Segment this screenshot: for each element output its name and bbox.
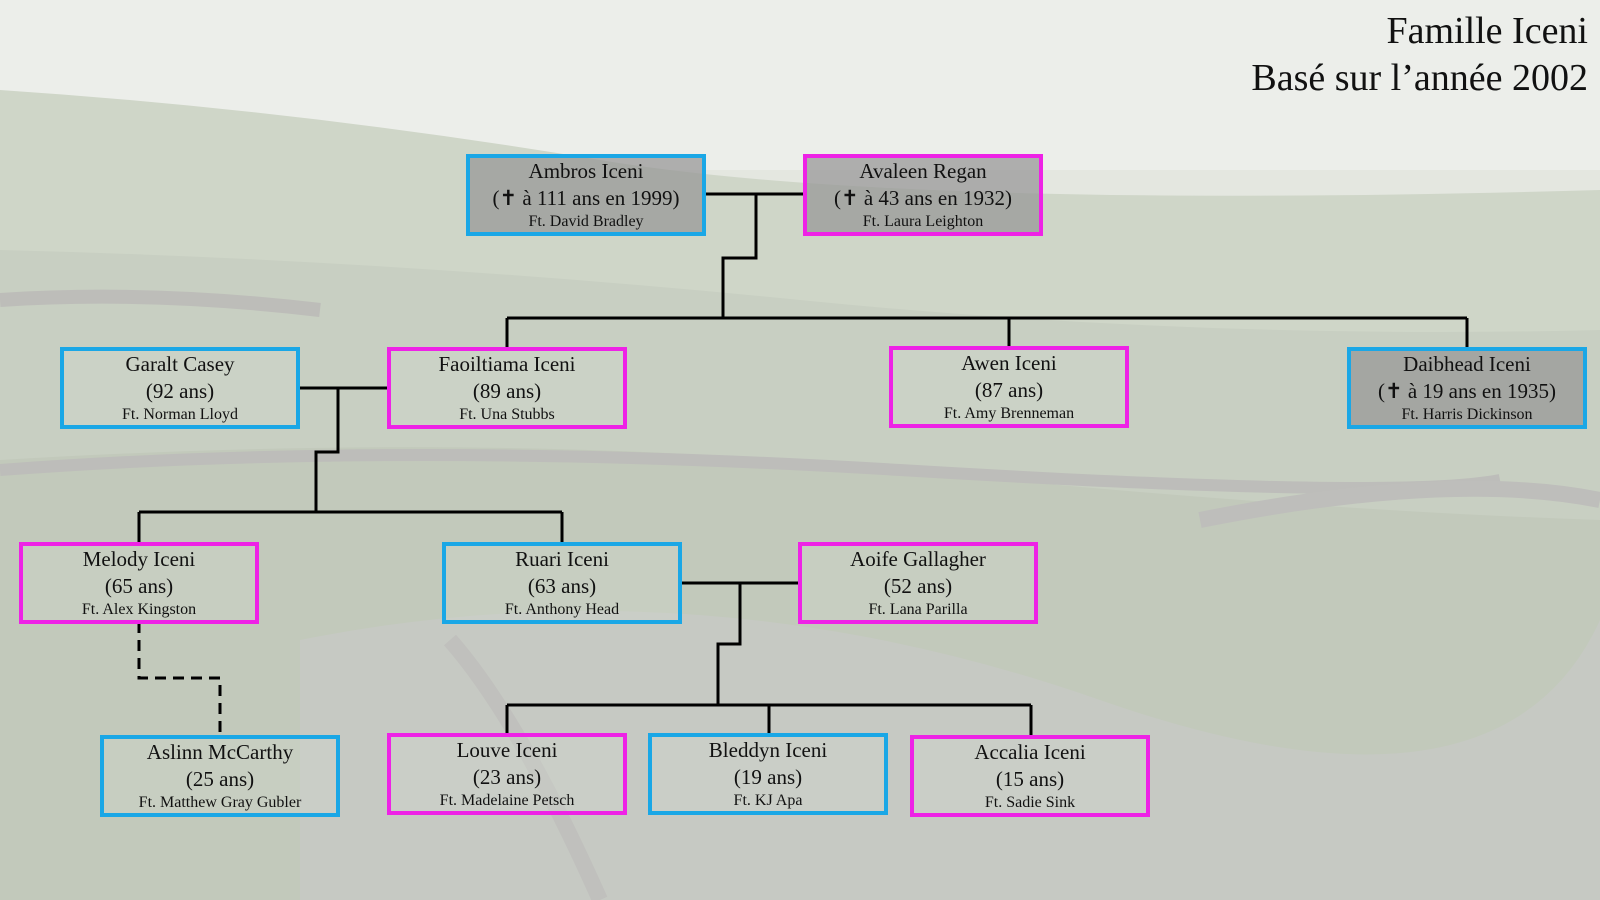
- person-actor: Ft. Anthony Head: [504, 601, 620, 618]
- person-name: Aslinn McCarthy: [146, 740, 294, 764]
- person-name: Accalia Iceni: [974, 740, 1086, 764]
- person-card: Faoiltiama Iceni (89 ans) Ft. Una Stubbs: [387, 347, 627, 429]
- person-actor: Ft. Madelaine Petsch: [439, 792, 575, 809]
- person-age: (65 ans): [104, 574, 174, 598]
- person-age: (23 ans): [472, 765, 542, 789]
- person-card: Melody Iceni (65 ans) Ft. Alex Kingston: [19, 542, 259, 624]
- person-age: (52 ans): [883, 574, 953, 598]
- person-actor: Ft. Harris Dickinson: [1401, 406, 1533, 423]
- person-age: (92 ans): [145, 379, 215, 403]
- person-actor: Ft. KJ Apa: [733, 792, 803, 809]
- descent-line-gen3: [716, 583, 742, 705]
- person-actor: Ft. David Bradley: [528, 213, 644, 230]
- person-name: Louve Iceni: [456, 738, 558, 762]
- person-actor: Ft. Norman Lloyd: [122, 406, 238, 423]
- descent-line-gen1: [721, 194, 758, 318]
- person-card: Bleddyn Iceni (19 ans) Ft. KJ Apa: [648, 733, 888, 815]
- person-actor: Ft. Alex Kingston: [81, 601, 197, 618]
- title-line-1: Famille Iceni: [1386, 10, 1588, 52]
- person-age: (✝ à 19 ans en 1935): [1378, 379, 1556, 403]
- person-name: Ambros Iceni: [528, 159, 644, 183]
- person-name: Bleddyn Iceni: [708, 738, 828, 762]
- person-card: Ruari Iceni (63 ans) Ft. Anthony Head: [442, 542, 682, 624]
- person-actor: Ft. Una Stubbs: [459, 406, 555, 423]
- title-line-2: Basé sur l’année 2002: [1251, 57, 1588, 99]
- person-age: (25 ans): [185, 767, 255, 791]
- descent-line-gen2: [314, 388, 340, 512]
- person-card: Awen Iceni (87 ans) Ft. Amy Brenneman: [889, 346, 1129, 428]
- person-age: (✝ à 111 ans en 1999): [492, 186, 680, 210]
- person-card: Louve Iceni (23 ans) Ft. Madelaine Petsc…: [387, 733, 627, 815]
- person-name: Avaleen Regan: [859, 159, 987, 183]
- person-age: (63 ans): [527, 574, 597, 598]
- person-name: Garalt Casey: [125, 352, 235, 376]
- person-card: Daibhead Iceni (✝ à 19 ans en 1935) Ft. …: [1347, 347, 1587, 429]
- person-actor: Ft. Laura Leighton: [862, 213, 984, 230]
- person-card: Garalt Casey (92 ans) Ft. Norman Lloyd: [60, 347, 300, 429]
- person-name: Melody Iceni: [82, 547, 196, 571]
- person-name: Aoife Gallagher: [850, 547, 986, 571]
- person-age: (✝ à 43 ans en 1932): [834, 186, 1012, 210]
- person-card: Ambros Iceni (✝ à 111 ans en 1999) Ft. D…: [466, 154, 706, 236]
- person-actor: Ft. Sadie Sink: [984, 794, 1076, 811]
- person-actor: Ft. Amy Brenneman: [943, 405, 1075, 422]
- person-name: Ruari Iceni: [515, 547, 609, 571]
- person-age: (89 ans): [472, 379, 542, 403]
- person-name: Faoiltiama Iceni: [438, 352, 576, 376]
- person-card: Accalia Iceni (15 ans) Ft. Sadie Sink: [910, 735, 1150, 817]
- person-actor: Ft. Matthew Gray Gubler: [138, 794, 302, 811]
- person-card: Avaleen Regan (✝ à 43 ans en 1932) Ft. L…: [803, 154, 1043, 236]
- person-card: Aoife Gallagher (52 ans) Ft. Lana Parill…: [798, 542, 1038, 624]
- person-age: (15 ans): [995, 767, 1065, 791]
- person-name: Daibhead Iceni: [1403, 352, 1531, 376]
- person-age: (19 ans): [733, 765, 803, 789]
- person-actor: Ft. Lana Parilla: [868, 601, 968, 618]
- person-age: (87 ans): [974, 378, 1044, 402]
- person-card: Aslinn McCarthy (25 ans) Ft. Matthew Gra…: [100, 735, 340, 817]
- person-name: Awen Iceni: [961, 351, 1057, 375]
- chart-title: Famille Iceni Basé sur l’année 2002: [1251, 8, 1588, 102]
- dashed-line-melody-aslinn: [137, 622, 222, 736]
